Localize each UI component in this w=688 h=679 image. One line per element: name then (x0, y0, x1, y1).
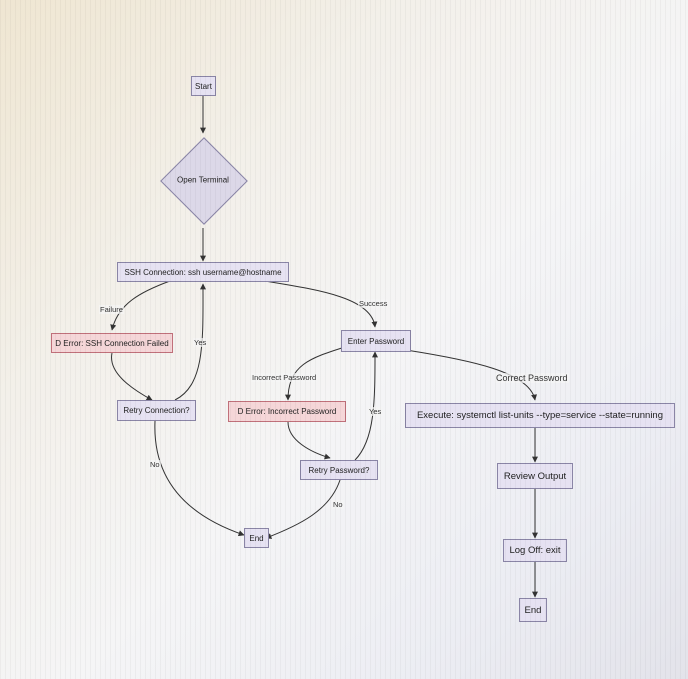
ssh-error-node: D Error: SSH Connection Failed (51, 333, 173, 353)
review-output-label: Review Output (503, 470, 567, 482)
ssh-connection-node: SSH Connection: ssh username@hostname (117, 262, 289, 282)
enter-password-label: Enter Password (347, 336, 405, 346)
retry-password-label: Retry Password? (308, 465, 370, 475)
edge-pwerror-to-retry (287, 421, 331, 460)
end-left-label: End (249, 533, 264, 543)
yes-connection-label: Yes (193, 338, 208, 347)
correct-password-label: Correct Password (495, 373, 569, 383)
end-right-label: End (524, 604, 542, 616)
edge-retrypw-no (265, 479, 341, 539)
retry-password-node: Retry Password? (300, 460, 378, 480)
review-output-node: Review Output (497, 463, 573, 489)
log-off-node: Log Off: exit (503, 539, 567, 562)
no-password-label: No (332, 500, 344, 509)
failure-label: Failure (99, 305, 124, 314)
incorrect-password-label: Incorrect Password (251, 373, 318, 382)
start-label: Start (195, 81, 212, 91)
end-left-node: End (244, 528, 269, 548)
execute-label: Execute: systemctl list-units --type=ser… (416, 410, 664, 421)
success-label: Success (358, 299, 389, 308)
ssh-connection-label: SSH Connection: ssh username@hostname (124, 267, 282, 277)
enter-password-node: Enter Password (341, 330, 411, 352)
open-terminal-label: Open Terminal (177, 175, 229, 185)
edge-ssh-success (264, 280, 378, 328)
edge-ssh-failure (110, 280, 171, 331)
retry-connection-node: Retry Connection? (117, 400, 196, 421)
edge-password-incorrect (285, 346, 346, 401)
ssh-error-label: D Error: SSH Connection Failed (55, 338, 169, 348)
start-node: Start (191, 76, 216, 96)
no-connection-label: No (149, 460, 161, 469)
retry-connection-label: Retry Connection? (123, 406, 190, 415)
edge-retry-no (154, 420, 245, 537)
password-error-node: D Error: Incorrect Password (228, 401, 346, 422)
yes-password-label: Yes (368, 407, 383, 416)
password-error-label: D Error: Incorrect Password (237, 407, 337, 416)
edge-retrypw-yes (354, 351, 378, 461)
edge-retry-yes (174, 283, 207, 401)
execute-node: Execute: systemctl list-units --type=ser… (405, 403, 675, 428)
edge-ssherror-to-retry (111, 352, 153, 401)
edge-password-correct (405, 349, 537, 401)
end-right-node: End (519, 598, 547, 622)
log-off-label: Log Off: exit (509, 545, 561, 556)
